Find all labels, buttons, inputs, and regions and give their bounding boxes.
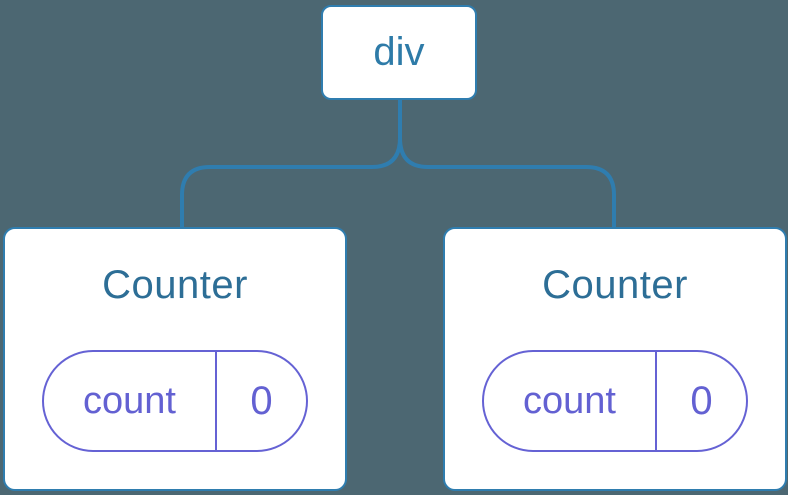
state-key-label: count: [523, 379, 616, 422]
state-key-label: count: [83, 379, 176, 422]
state-value: 0: [690, 378, 713, 423]
root-node-label: div: [373, 30, 425, 74]
component-title: Counter: [542, 263, 688, 307]
state-pill-value-cell: 0: [217, 352, 306, 450]
state-pill-key-cell: count: [44, 352, 217, 450]
connector-left-branch: [180, 100, 402, 227]
component-title: Counter: [102, 263, 248, 307]
root-node: div: [321, 5, 477, 100]
connector-right-branch: [398, 100, 616, 227]
state-pill: count 0: [482, 350, 748, 452]
state-pill: count 0: [42, 350, 308, 452]
component-card-left: Counter count 0: [3, 227, 347, 491]
state-value: 0: [250, 378, 273, 423]
state-pill-value-cell: 0: [657, 352, 746, 450]
component-card-right: Counter count 0: [443, 227, 787, 491]
state-pill-key-cell: count: [484, 352, 657, 450]
